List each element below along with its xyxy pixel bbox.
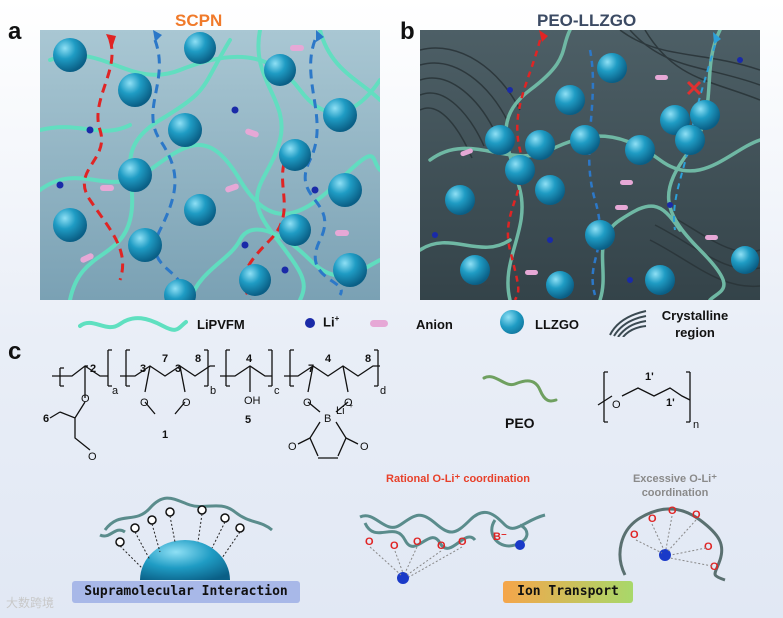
svg-text:7: 7: [162, 353, 168, 365]
b-minus-label: B⁻: [493, 531, 507, 543]
blue-ion-paths: [151, 39, 343, 296]
svg-text:O: O: [437, 540, 446, 552]
panel-b-letter: b: [400, 18, 415, 45]
anion-legend-icon: [370, 320, 388, 327]
panel-b-title: PEO-LLZGO: [537, 11, 637, 30]
legend-llzgo-label: LLZGO: [535, 317, 580, 332]
svg-text:O: O: [648, 513, 657, 525]
svg-text:O: O: [360, 441, 369, 453]
legend-lipvfm-label: LiPVFM: [197, 317, 245, 332]
svg-text:c: c: [274, 385, 280, 397]
blue-arrowhead: [153, 30, 162, 42]
supramolecular-interaction-label: Supramolecular Interaction: [72, 581, 300, 603]
crystalline-region-lines: [420, 30, 760, 288]
svg-text:O: O: [390, 540, 399, 552]
li-ions: [56, 106, 319, 274]
peo-label: PEO: [505, 415, 535, 431]
red-arrowhead: [106, 34, 116, 48]
svg-text:b: b: [210, 385, 216, 397]
svg-text:1': 1': [645, 371, 654, 383]
llzgo-spheres: [445, 53, 759, 299]
svg-text:O: O: [303, 397, 312, 409]
red-arrowhead: [539, 30, 548, 42]
peo-structure: O 1' 1' n: [597, 371, 699, 431]
svg-text:1': 1': [666, 397, 675, 409]
svg-text:n: n: [693, 419, 699, 431]
legend-anion-label: Anion: [416, 317, 453, 332]
panel-c-letter: c: [8, 338, 22, 365]
supramolecular-illustration: [99, 496, 273, 580]
crystalline-legend-icon: [609, 310, 647, 337]
svg-text:6: 6: [43, 413, 49, 425]
svg-text:O: O: [668, 505, 677, 517]
watermark: 大数跨境: [6, 596, 55, 610]
svg-text:5: 5: [245, 414, 251, 426]
svg-text:8: 8: [365, 353, 371, 365]
panel-a-background: [40, 30, 380, 300]
red-ion-path: [506, 39, 542, 300]
lipvfm-chemical-structure: 2 3 7 3 8 4 7 4 8 1 5 6 a b c d O O O OH…: [43, 349, 386, 463]
panel-b-peo-llzgo-diagram: [420, 30, 760, 300]
svg-text:O: O: [704, 541, 713, 553]
svg-text:O: O: [413, 536, 422, 548]
panel-a-letter: a: [8, 18, 22, 45]
excessive-coordination-label: Excessive O-Li⁺ coordination: [632, 473, 718, 499]
svg-text:OH: OH: [244, 395, 261, 407]
legend-li-label: Li+: [323, 314, 340, 330]
svg-text:4: 4: [246, 353, 253, 365]
svg-text:Li: Li: [336, 405, 345, 417]
svg-text:B: B: [324, 413, 331, 425]
peo-chain-icon: [482, 375, 558, 403]
svg-text:2: 2: [90, 363, 96, 375]
svg-text:O: O: [692, 509, 701, 521]
svg-text:O: O: [630, 529, 639, 541]
svg-text:O: O: [88, 451, 97, 463]
blocked-cross-icon: [686, 80, 702, 96]
svg-text:1: 1: [162, 429, 168, 441]
svg-text:O: O: [365, 536, 374, 548]
svg-text:O: O: [612, 399, 621, 411]
red-ion-paths: [82, 39, 292, 300]
li-ions: [432, 57, 743, 283]
svg-text:O: O: [344, 397, 353, 409]
svg-text:3: 3: [140, 363, 146, 375]
panel-a-scpn-diagram: [40, 30, 380, 300]
svg-text:d: d: [380, 385, 386, 397]
llzgo-spheres: [53, 32, 367, 300]
svg-text:O: O: [458, 536, 467, 548]
svg-text:7: 7: [308, 363, 314, 375]
svg-text:3: 3: [175, 363, 181, 375]
rational-coordination-label: Rational O-Li⁺ coordination: [386, 473, 530, 485]
svg-text:+: +: [349, 403, 353, 410]
blue-arrowhead: [713, 32, 721, 44]
blue-arrowhead: [316, 30, 324, 42]
lipvfm-legend-icon: [78, 316, 188, 332]
svg-text:8: 8: [195, 353, 201, 365]
panel-a-title: SCPN: [175, 11, 223, 30]
svg-text:a: a: [112, 385, 119, 397]
li-legend-icon: [305, 318, 315, 328]
legend-crystalline-label: Crystalline region: [661, 308, 729, 340]
anions: [80, 45, 349, 263]
svg-text:O: O: [140, 397, 149, 409]
svg-text:O: O: [710, 561, 719, 573]
svg-text:O: O: [288, 441, 297, 453]
svg-text:4: 4: [325, 353, 332, 365]
anions: [460, 75, 718, 275]
svg-text:O: O: [182, 397, 191, 409]
llzgo-legend-icon: [500, 310, 524, 334]
ion-transport-label: Ion Transport: [503, 581, 633, 603]
svg-text:O: O: [81, 393, 90, 405]
